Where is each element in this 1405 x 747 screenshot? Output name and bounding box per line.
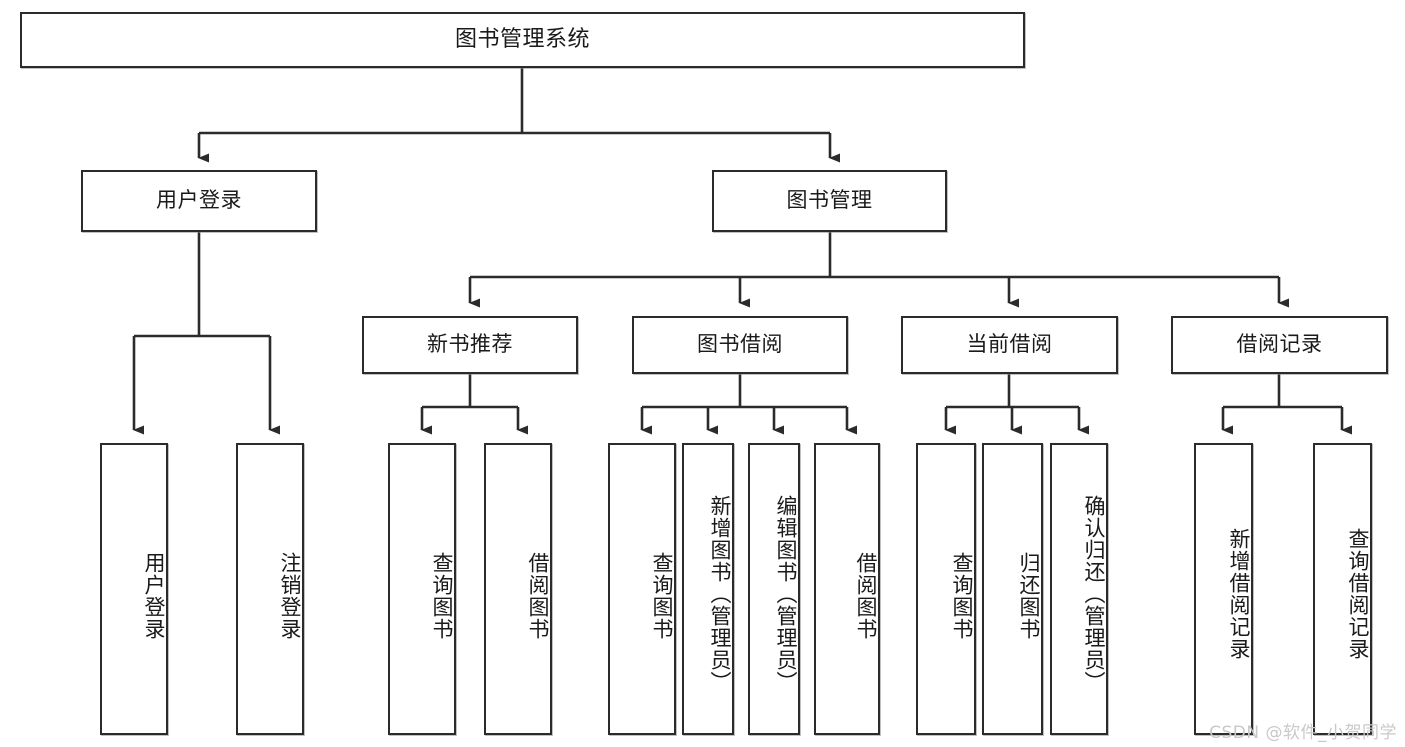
- node-borrow-record[interactable]: 借阅记录: [1171, 316, 1388, 374]
- node-book-borrow[interactable]: 图书借阅: [632, 316, 848, 374]
- node-label: 用户登录: [156, 188, 242, 213]
- node-book-manage[interactable]: 图书管理: [712, 170, 947, 232]
- node-label: 查询借阅记录: [1346, 528, 1370, 660]
- leaf-user-login[interactable]: 用户登录: [100, 443, 168, 735]
- node-user-login[interactable]: 用户登录: [81, 170, 317, 232]
- node-label: 借阅图书: [854, 552, 878, 640]
- node-label: 编辑图书（管理员）: [774, 495, 798, 693]
- leaf-user-logout[interactable]: 注销登录: [236, 443, 304, 735]
- node-label: 确认归还（管理员）: [1082, 495, 1106, 693]
- leaf-borrow-book[interactable]: 借阅图书: [814, 443, 880, 735]
- node-label: 查询图书: [950, 552, 974, 640]
- node-new-book-recommend[interactable]: 新书推荐: [362, 316, 578, 374]
- node-label: 新增借阅记录: [1227, 528, 1251, 660]
- leaf-query-borrow-record[interactable]: 查询借阅记录: [1313, 443, 1372, 735]
- node-label: 查询图书: [650, 552, 674, 640]
- node-label: 借阅图书: [526, 552, 550, 640]
- node-current-borrow[interactable]: 当前借阅: [901, 316, 1118, 374]
- leaf-query-book-recommend[interactable]: 查询图书: [388, 443, 456, 735]
- watermark-text: CSDN @软件_小贺同学: [1209, 723, 1397, 743]
- leaf-add-book-admin[interactable]: 新增图书（管理员）: [682, 443, 734, 735]
- node-root-system[interactable]: 图书管理系统: [20, 12, 1025, 68]
- node-label: 用户登录: [142, 552, 166, 640]
- node-label: 图书管理系统: [454, 26, 590, 52]
- leaf-query-book-current[interactable]: 查询图书: [916, 443, 976, 735]
- node-label: 图书借阅: [697, 332, 783, 357]
- node-label: 新增图书（管理员）: [708, 495, 732, 693]
- leaf-edit-book-admin[interactable]: 编辑图书（管理员）: [748, 443, 800, 735]
- node-label: 注销登录: [278, 552, 302, 640]
- leaf-confirm-return-admin[interactable]: 确认归还（管理员）: [1050, 443, 1108, 735]
- node-label: 查询图书: [430, 552, 454, 640]
- node-label: 图书管理: [786, 188, 873, 213]
- leaf-add-borrow-record[interactable]: 新增借阅记录: [1194, 443, 1253, 735]
- leaf-return-book[interactable]: 归还图书: [982, 443, 1043, 735]
- node-label: 归还图书: [1017, 552, 1041, 640]
- node-label: 借阅记录: [1236, 332, 1323, 357]
- node-label: 新书推荐: [427, 332, 513, 357]
- leaf-borrow-book-recommend[interactable]: 借阅图书: [484, 443, 552, 735]
- node-label: 当前借阅: [966, 332, 1053, 357]
- leaf-query-book-borrow[interactable]: 查询图书: [608, 443, 676, 735]
